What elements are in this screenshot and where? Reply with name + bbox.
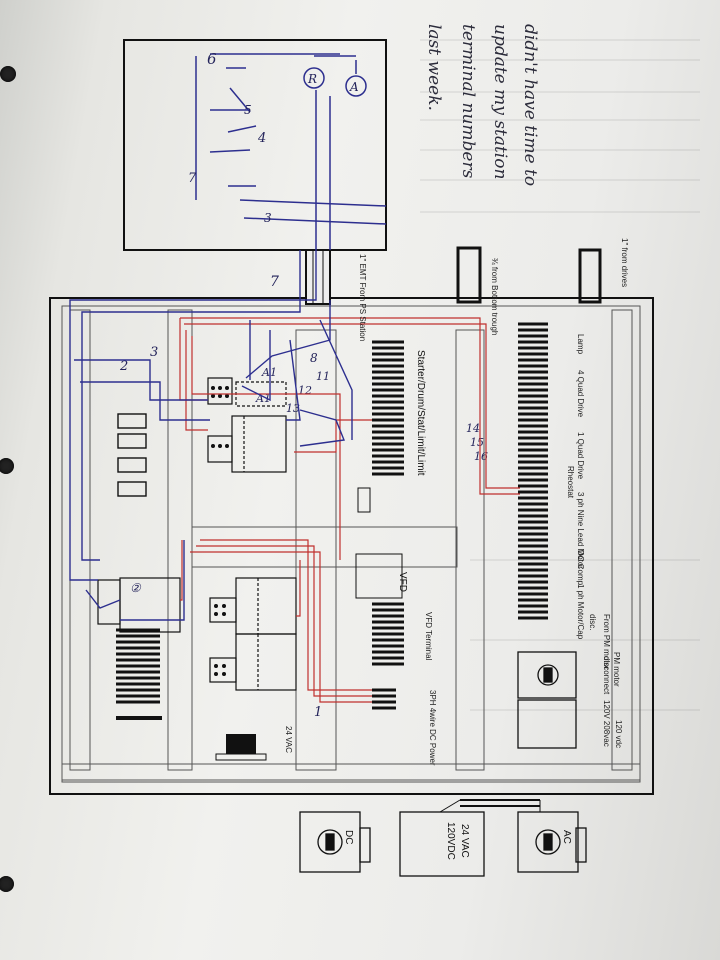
label-vfd: VFD xyxy=(397,572,408,592)
label-quarter-bottom: ¾ from Bottom trough xyxy=(490,258,499,335)
svg-text:7: 7 xyxy=(270,274,279,290)
svg-text:7: 7 xyxy=(188,171,197,186)
punch-hole xyxy=(0,66,16,82)
svg-text:6: 6 xyxy=(207,50,217,68)
svg-text:2: 2 xyxy=(119,359,128,374)
terminal-strip-middle xyxy=(372,340,404,476)
label-ac: AC xyxy=(561,830,572,844)
label-dc-comp: DC Comp. xyxy=(576,550,585,587)
punch-hole xyxy=(0,876,14,892)
svg-text:8: 8 xyxy=(310,351,318,365)
label-4quad: 4 Quad Drive xyxy=(576,370,585,418)
label-dc-power: 3PH 4wire DC Power xyxy=(428,690,437,766)
label-dc: DC xyxy=(343,830,354,844)
label-psu-line1: 24 VAC xyxy=(459,824,470,858)
red-wires xyxy=(179,317,520,703)
svg-text:14: 14 xyxy=(466,422,480,435)
lamp-symbol: A xyxy=(349,80,359,94)
svg-text:1: 1 xyxy=(314,705,322,720)
blue-wires xyxy=(69,250,353,621)
label-load-motor: 3 ph Nine Lead Motor xyxy=(576,492,585,569)
label-120vdc: 120 vdc xyxy=(614,720,623,748)
label-disconnect: disconnect xyxy=(602,656,611,695)
label-from-drives: 1" from drives xyxy=(620,238,629,287)
label-from-pm: From PM motor xyxy=(602,614,611,670)
label-starter-row: Starter/Drum/Stat/Limit/Limit xyxy=(415,350,426,476)
label-24vac: 24 VAC xyxy=(284,726,293,753)
label-120-208: 120V 208vac xyxy=(602,700,611,747)
main-panel xyxy=(49,297,654,795)
label-pm-disc: disc. xyxy=(588,614,597,630)
svg-text:②: ② xyxy=(130,581,142,595)
label-lamp: Lamp xyxy=(576,334,585,355)
svg-text:12: 12 xyxy=(298,384,312,397)
terminal-strip-right xyxy=(518,322,548,620)
station-contents xyxy=(195,53,387,250)
punch-hole xyxy=(0,458,14,474)
relay-symbol: R xyxy=(307,72,317,86)
label-emt: 1" EMT From PS Station xyxy=(358,254,367,341)
label-pm-motor: PM motor xyxy=(612,652,621,687)
svg-text:A1: A1 xyxy=(261,366,277,379)
svg-text:4: 4 xyxy=(257,131,266,146)
svg-text:11: 11 xyxy=(316,370,330,383)
svg-text:15: 15 xyxy=(470,436,484,449)
label-psu-line2: 120VDC xyxy=(445,822,456,860)
svg-text:16: 16 xyxy=(474,450,488,463)
svg-text:3: 3 xyxy=(264,211,272,225)
label-motor-cap: 1 ph Motor/Cap xyxy=(576,584,585,640)
station-box xyxy=(123,39,387,251)
label-1quad: 1 Quad Drive xyxy=(576,432,585,480)
label-rheostat: Rheostat xyxy=(566,466,575,499)
disconnect-switch xyxy=(299,651,587,877)
svg-text:3: 3 xyxy=(150,345,158,360)
label-vfd-terminal: VFD Terminal xyxy=(424,612,433,661)
svg-text:13: 13 xyxy=(286,402,300,415)
svg-text:5: 5 xyxy=(244,103,252,117)
terminal-strip-left xyxy=(116,628,160,704)
terminal-strip-vfd xyxy=(372,602,404,710)
